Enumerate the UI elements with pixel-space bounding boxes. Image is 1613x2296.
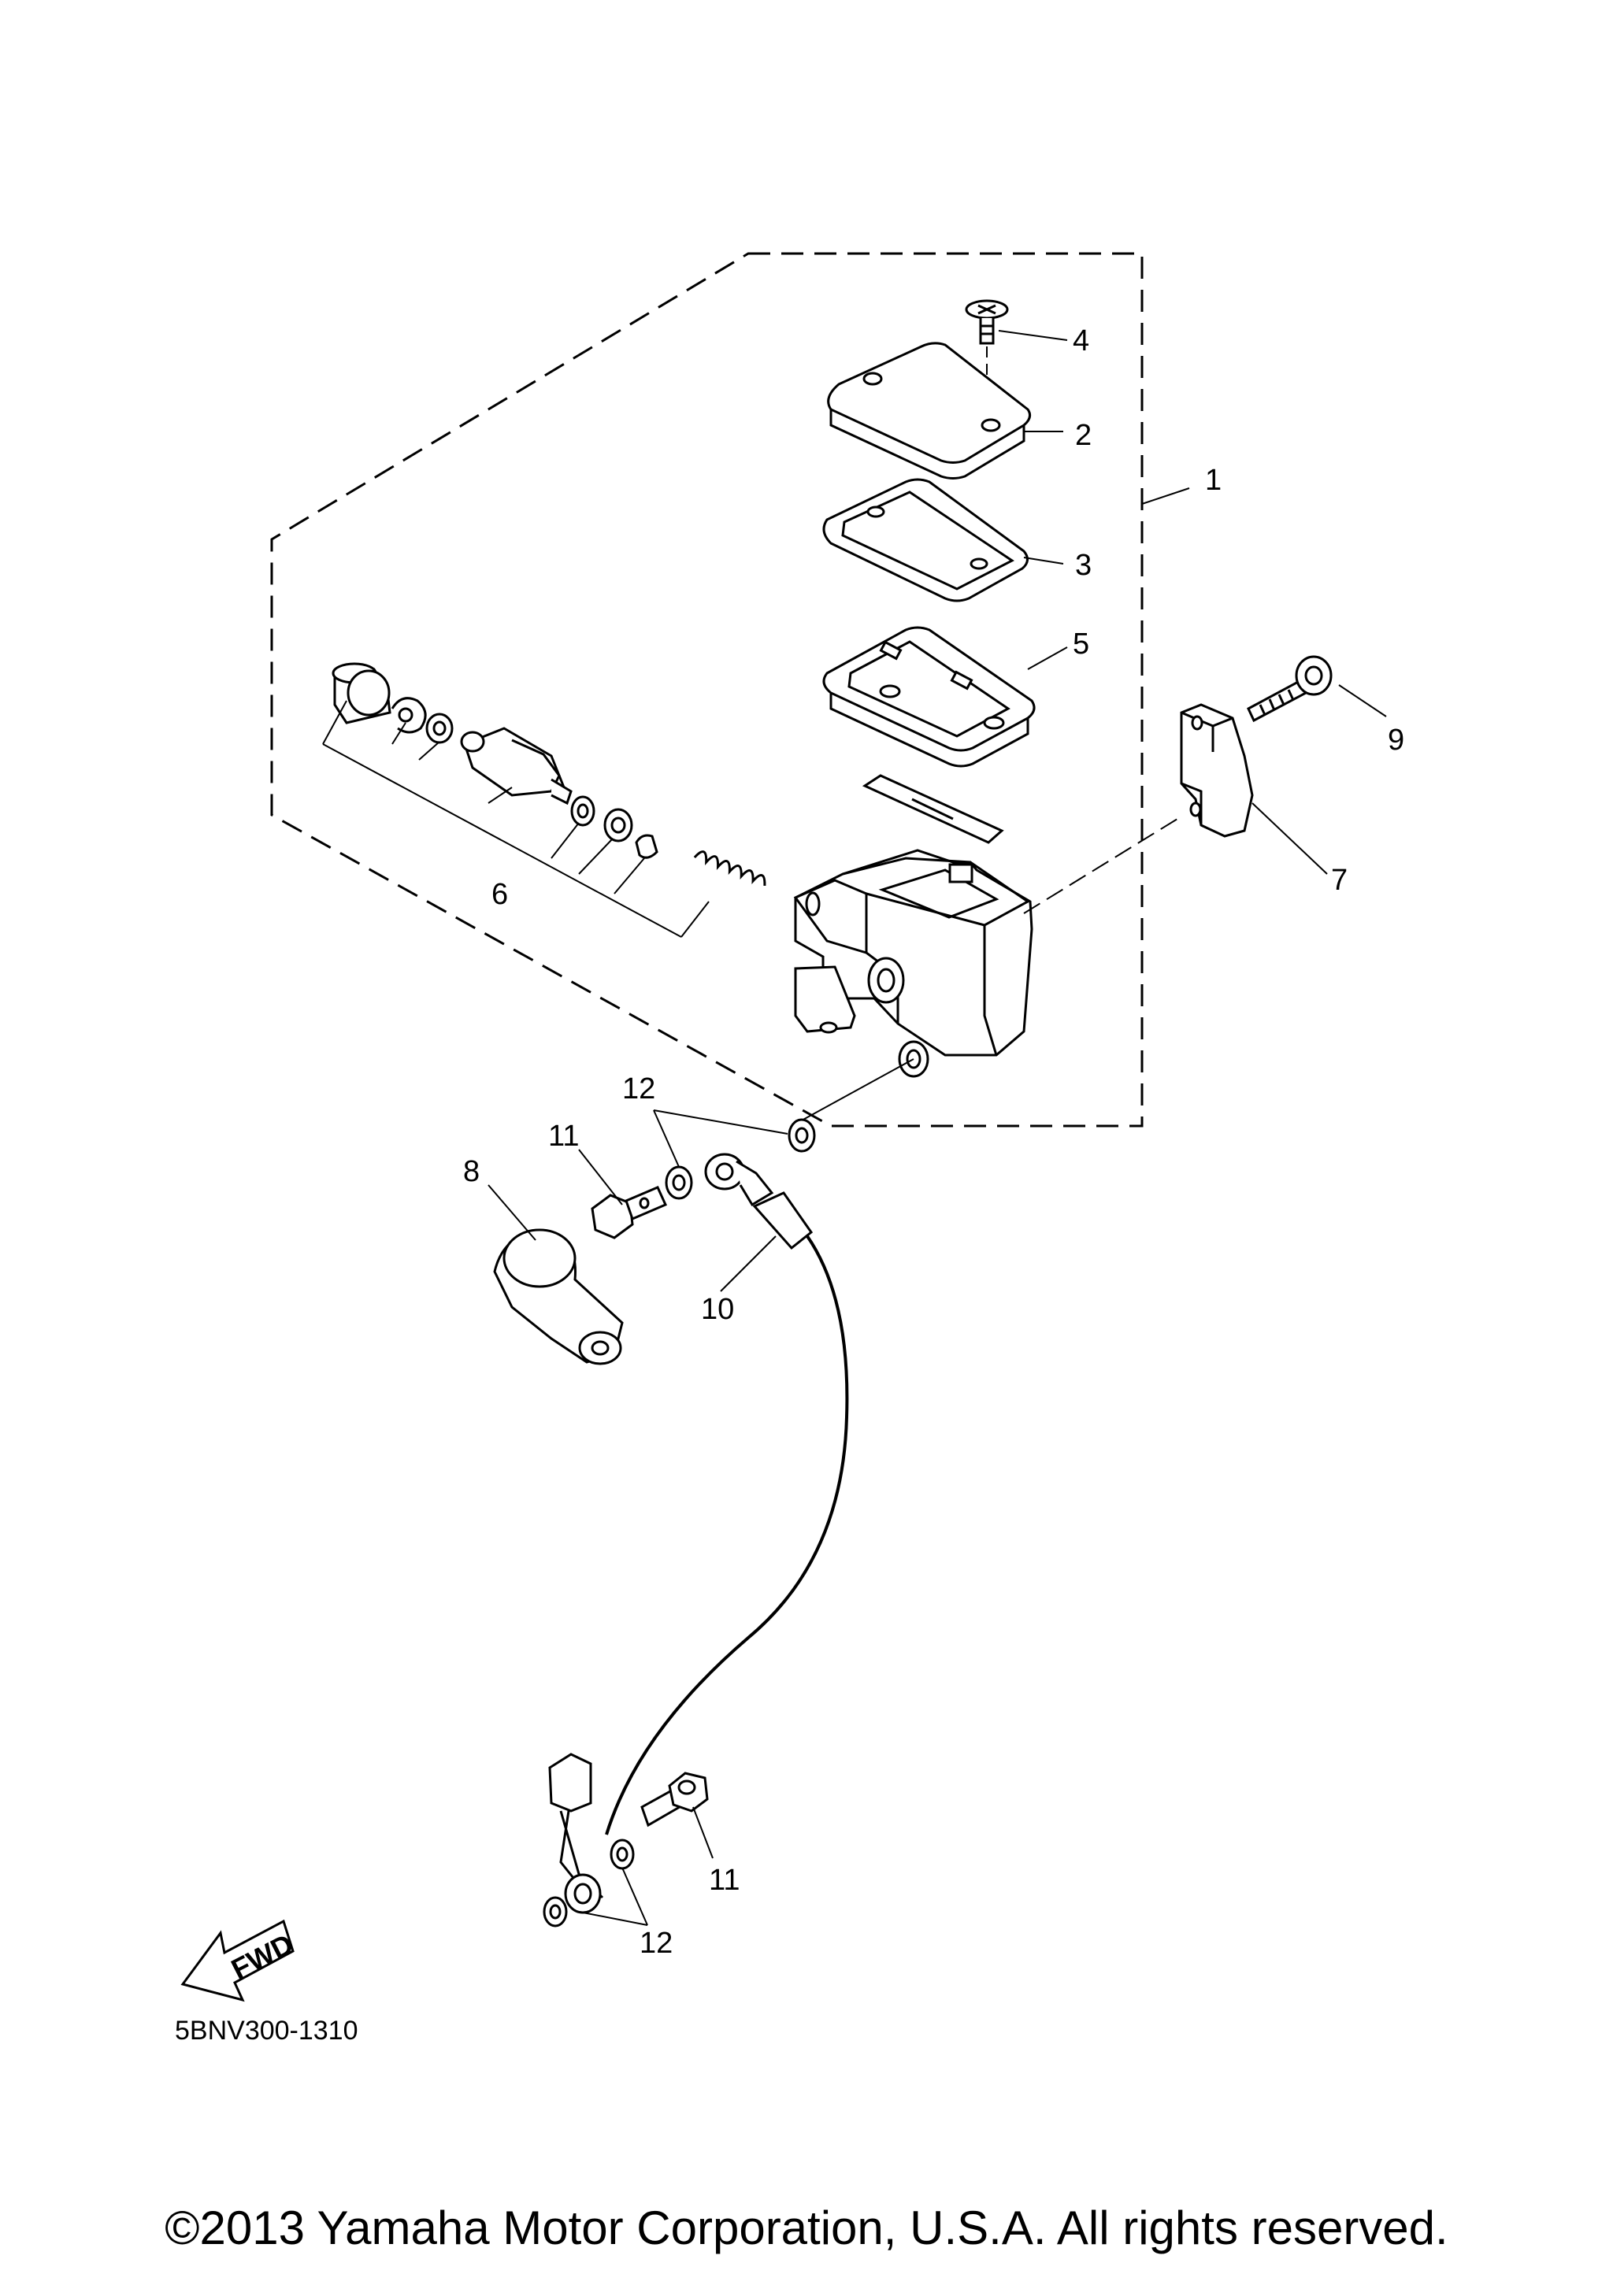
callout-4: 4 bbox=[1073, 324, 1089, 357]
screw-part-4 bbox=[965, 299, 1009, 345]
callout-10: 10 bbox=[701, 1293, 734, 1326]
callout-12-upper: 12 bbox=[622, 1072, 655, 1105]
brake-hose-part-10 bbox=[548, 1153, 849, 1914]
callout-3: 3 bbox=[1075, 549, 1092, 582]
callout-8: 8 bbox=[463, 1155, 480, 1188]
part-6-leader-lines bbox=[322, 700, 710, 938]
reservoir-cap-part-2 bbox=[827, 342, 1032, 480]
assembly-group-boundary bbox=[270, 252, 1144, 1128]
callout-11-lower: 11 bbox=[709, 1864, 740, 1897]
callout-2: 2 bbox=[1075, 419, 1092, 452]
union-bolt-upper-part-11 bbox=[591, 1186, 667, 1239]
banjo-washers-lower bbox=[543, 1839, 635, 1928]
bleed-screw-cap-part-8 bbox=[493, 1228, 624, 1365]
diaphragm-part-5 bbox=[822, 626, 1036, 768]
callout-6: 6 bbox=[491, 878, 508, 911]
callout-9: 9 bbox=[1388, 724, 1404, 757]
protector-plate bbox=[862, 774, 1004, 844]
callout-12-lower: 12 bbox=[640, 1927, 673, 1960]
callout-5: 5 bbox=[1073, 628, 1089, 661]
callout-11-upper: 11 bbox=[548, 1120, 579, 1153]
master-cylinder-body bbox=[793, 849, 1033, 1078]
piston-kit-part-6 bbox=[332, 662, 766, 886]
forward-direction-arrow: FWD bbox=[180, 1919, 298, 2002]
callout-7: 7 bbox=[1331, 864, 1348, 897]
union-bolt-lower-part-11 bbox=[640, 1772, 709, 1828]
diaphragm-plate-part-3 bbox=[822, 478, 1029, 602]
diagram-part-code: 5BNV300-1310 bbox=[175, 2016, 358, 2046]
callout-1: 1 bbox=[1205, 464, 1222, 497]
copyright-notice: ©2013 Yamaha Motor Corporation, U.S.A. A… bbox=[165, 2202, 1448, 2254]
bolt-part-9 bbox=[1247, 655, 1333, 723]
holder-clamp-part-7 bbox=[1180, 703, 1254, 838]
